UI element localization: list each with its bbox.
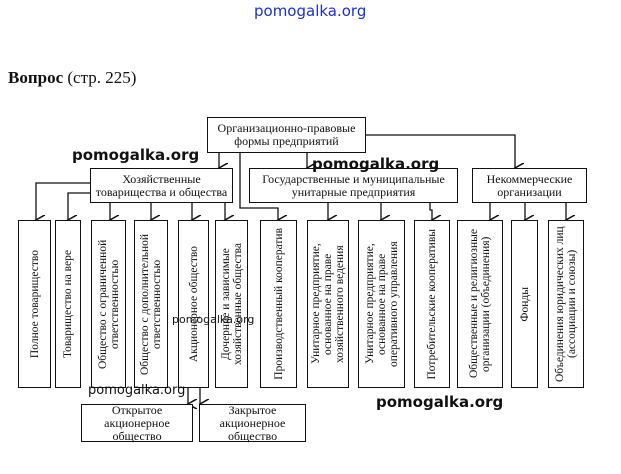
form-label: Фонды: [518, 286, 531, 322]
form-box: Общество с дополнительной ответственност…: [134, 220, 168, 388]
watermark: pomogalka.org: [312, 155, 440, 173]
form-label: Производственный кооператив: [272, 228, 285, 380]
form-box: Акционерное общество: [178, 220, 209, 388]
watermark-top: pomogalka.org: [254, 2, 367, 20]
form-box: Потребительские кооперативы: [414, 220, 450, 388]
form-label: Объединения юридических лиц (ассоциации …: [554, 226, 578, 382]
form-box: Полное товарищество: [18, 220, 51, 388]
form-box: Производственный кооператив: [260, 220, 297, 388]
watermark: pomogalka.org: [88, 383, 186, 398]
heading-bold: Вопрос: [8, 68, 64, 87]
watermark: pomogalka.org: [376, 393, 504, 411]
form-box: Общество с ограниченной ответственностью: [91, 220, 126, 388]
group-unitary-enterprises: Государственные и муниципальные унитарны…: [249, 168, 458, 203]
subform-open-jsc: Открытое акционерное общество: [81, 403, 193, 442]
form-label: Товарищество на вере: [62, 249, 74, 358]
group-nonprofit: Некоммерческие организации: [472, 168, 587, 203]
form-label: Общественные и религиозные организации (…: [468, 229, 492, 379]
watermark: pomogalka.org: [72, 146, 200, 164]
form-label: Унитарное предприятие, основанное на пра…: [310, 243, 346, 365]
subform-closed-jsc: Закрытое акционерное общество: [199, 403, 306, 442]
form-box: Объединения юридических лиц (ассоциации …: [548, 220, 584, 388]
form-box: Товарищество на вере: [55, 220, 81, 388]
form-box: Фонды: [511, 220, 538, 388]
form-box: Общественные и религиозные организации (…: [457, 220, 503, 388]
watermark: pomogalka.org: [172, 313, 255, 326]
question-heading: Вопрос (стр. 225): [8, 68, 136, 88]
form-label: Потребительские кооперативы: [426, 228, 438, 380]
root-box: Организационно-правовые формы предприяти…: [207, 117, 366, 153]
form-label: Полное товарищество: [28, 249, 41, 359]
form-label: Дочерние и зависимые хозяйственные общес…: [219, 242, 244, 366]
form-label: Унитарное предприятие, основанное на пра…: [363, 241, 400, 367]
form-box: Дочерние и зависимые хозяйственные общес…: [215, 220, 248, 388]
form-box: Унитарное предприятие, основанное на пра…: [358, 220, 405, 388]
group-business-partnerships: Хозяйственные товарищества и общества: [90, 168, 233, 203]
form-label: Акционерное общество: [187, 245, 200, 363]
heading-page-ref: (стр. 225): [63, 68, 137, 87]
form-box: Унитарное предприятие, основанное на пра…: [307, 220, 349, 388]
form-label: Общество с ограниченной ответственностью: [96, 239, 121, 369]
form-label: Общество с дополнительной ответственност…: [139, 233, 163, 375]
